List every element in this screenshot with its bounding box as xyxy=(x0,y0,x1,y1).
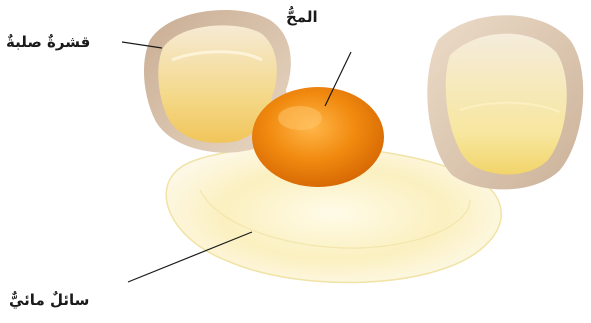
shell-label: قشرةٌ صلبةٌ xyxy=(6,35,90,50)
egg-white-label: سائلٌ مائيٌّ xyxy=(9,293,89,308)
yolk xyxy=(252,87,384,187)
yolk-label: المحُّ xyxy=(286,10,318,25)
right-shell xyxy=(427,15,583,189)
